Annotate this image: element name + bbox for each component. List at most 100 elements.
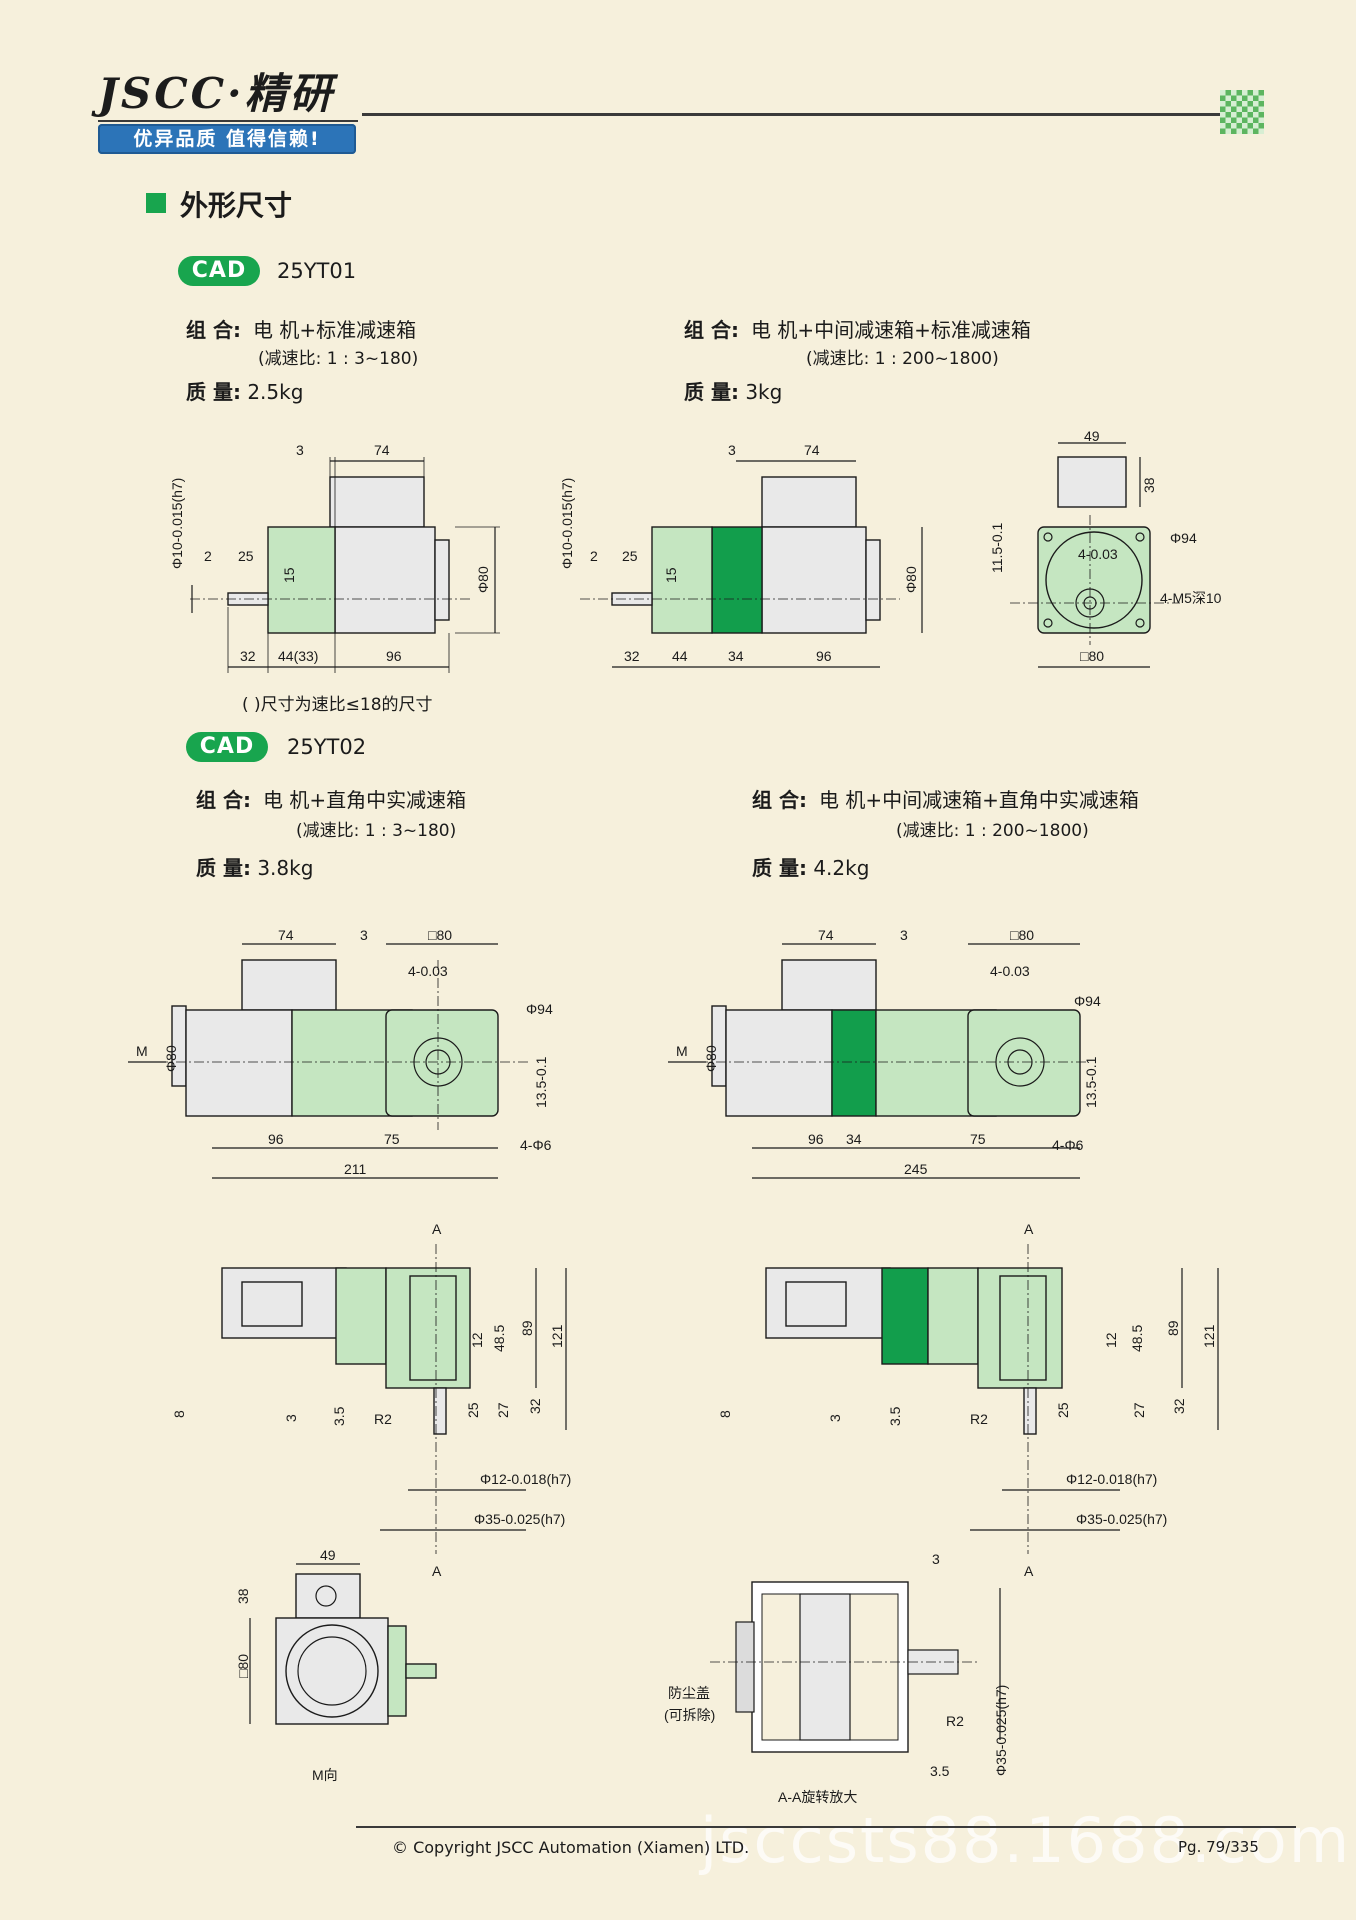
combo-yt01-left: 组 合:电 机+标准减速箱	[186, 314, 416, 343]
dim-11-5: 11.5-0.1	[989, 522, 1005, 573]
dim-25: 25	[1055, 1402, 1071, 1418]
drawing-yt01-front: 49 38 11.5-0.1 4-0.03 Φ94 4-M5深10 □80	[989, 428, 1222, 668]
dim-3-5: 3.5	[331, 1406, 347, 1426]
dim-34: 34	[846, 1131, 862, 1147]
cad-badge-yt02[interactable]: CAD	[186, 732, 268, 762]
dim-49: 49	[320, 1547, 336, 1563]
dim-8: 8	[717, 1410, 733, 1418]
dim-245: 245	[904, 1161, 928, 1177]
drawing-yt02-intermediate: 74 3 □80 4-0.03 Φ94 M Φ80 13.5-0.1 4-Φ6 …	[668, 927, 1101, 1179]
mass-value: 4.2kg	[813, 856, 870, 880]
dim-25: 25	[622, 548, 638, 564]
output-flange	[967, 1009, 1081, 1117]
terminal-box	[1057, 456, 1127, 508]
dim-3: 3	[296, 442, 304, 458]
dim-211: 211	[344, 1161, 367, 1177]
mass-yt01-right: 质 量: 3kg	[684, 376, 782, 405]
dim-32: 32	[527, 1398, 543, 1414]
section-title: 外形尺寸	[180, 189, 293, 222]
dim-3: 3	[827, 1414, 843, 1422]
dim-74: 74	[818, 927, 834, 943]
label-removable: (可拆除)	[664, 1707, 715, 1723]
dim-15: 15	[281, 567, 297, 583]
hollow-hub	[999, 1275, 1047, 1381]
dim-phi80: Φ80	[163, 1045, 179, 1072]
label-m: M	[676, 1043, 688, 1059]
dim-12: 12	[469, 1332, 485, 1348]
watermark: jsccsts88.1688.com	[700, 1804, 1352, 1877]
motor-cap	[865, 539, 881, 621]
dim-12: 12	[1103, 1332, 1119, 1348]
ratio-yt01-right: (减速比: 1 : 200~1800)	[806, 349, 999, 369]
slogan-banner: 优异品质 值得信赖!	[98, 124, 356, 154]
terminal-box	[329, 476, 425, 528]
combo-label: 组 合:	[196, 788, 251, 812]
dim-sq80: □80	[235, 1654, 251, 1678]
gearbox-side	[387, 1625, 407, 1717]
combo-text: 电 机+中间减速箱+直角中实减速箱	[818, 788, 1139, 812]
drawing-yt02-m-view: 49 38 □80 M向	[235, 1547, 437, 1783]
motor-body	[761, 526, 867, 634]
dim-27: 27	[1131, 1402, 1147, 1418]
model-yt02: 25YT02	[287, 735, 367, 759]
copyright: © Copyright JSCC Automation (Xiamen) LTD…	[392, 1838, 750, 1857]
cad-badge-yt01[interactable]: CAD	[178, 256, 260, 286]
dim-15: 15	[663, 567, 679, 583]
gearbox	[927, 1267, 979, 1365]
dim-4: 4-0.03	[990, 963, 1030, 979]
ratio-yt01-left: (减速比: 1 : 3~180)	[258, 349, 419, 369]
flange-circle	[1045, 531, 1143, 629]
header-rule-left	[98, 120, 358, 122]
section-a-top: A	[1024, 1221, 1034, 1237]
dim-96: 96	[268, 1131, 284, 1147]
motor-body	[185, 1009, 293, 1117]
motor-cap	[434, 539, 450, 621]
dim-phi94: Φ94	[526, 1001, 553, 1017]
checker-pattern-icon	[1220, 90, 1264, 134]
dim-38: 38	[1141, 477, 1157, 493]
combo-text: 电 机+标准减速箱	[252, 318, 417, 342]
hollow-shaft	[799, 1593, 851, 1741]
output-flange	[385, 1009, 499, 1117]
dim-48-5: 48.5	[1129, 1325, 1145, 1352]
dim-89: 89	[519, 1320, 535, 1336]
ratio-yt02-left: (减速比: 1 : 3~180)	[296, 821, 457, 841]
dim-74: 74	[278, 927, 294, 943]
section-a-bottom: A	[432, 1563, 442, 1579]
label-dust-cover: 防尘盖	[668, 1685, 710, 1701]
dim-phi12: Φ12-0.018(h7)	[1066, 1471, 1157, 1487]
dim-27: 27	[495, 1402, 511, 1418]
mass-label: 质 量:	[186, 380, 241, 404]
dim-44-33: 44(33)	[278, 648, 318, 664]
dim-phi94: Φ94	[1074, 993, 1101, 1009]
mass-label: 质 量:	[196, 856, 251, 880]
gearbox	[335, 1267, 387, 1365]
terminal-box	[785, 1281, 847, 1327]
mass-label: 质 量:	[684, 380, 739, 404]
dim-44: 44	[672, 648, 688, 664]
dim-74: 74	[804, 442, 820, 458]
dim-3: 3	[728, 442, 736, 458]
ratio-yt02-right: (减速比: 1 : 200~1800)	[896, 821, 1089, 841]
label-r2: R2	[946, 1713, 964, 1729]
mass-value: 2.5kg	[247, 380, 304, 404]
drawing-yt02-right-angle: 74 3 □80 4-0.03 Φ94 M Φ80 13.5-0.1 4-Φ6 …	[128, 927, 553, 1179]
section-square-icon	[146, 193, 166, 213]
label-aa-section: A-A旋转放大	[778, 1789, 857, 1805]
motor-body	[725, 1009, 833, 1117]
dim-sq80: □80	[428, 927, 452, 943]
dim-13-5: 13.5-0.1	[533, 1056, 549, 1108]
dim-48-5: 48.5	[491, 1325, 507, 1352]
dim-3: 3	[932, 1551, 940, 1567]
note-ratio: ( )尺寸为速比≤18的尺寸	[242, 695, 433, 715]
drawing-yt01-standard: 3 74 Φ80 Φ10-0.015(h7) 2 25 15 32 44(33)…	[169, 442, 500, 673]
hollow-hub	[409, 1275, 457, 1381]
dim-phi10: Φ10-0.015(h7)	[559, 478, 575, 569]
combo-yt02-right: 组 合:电 机+中间减速箱+直角中实减速箱	[752, 784, 1139, 813]
combo-label: 组 合:	[684, 318, 739, 342]
company-logo: JSCC·精研	[98, 69, 335, 118]
label-m: M	[136, 1043, 148, 1059]
dim-3-5: 3.5	[887, 1406, 903, 1426]
motor-body	[334, 526, 436, 634]
dim-75: 75	[384, 1131, 400, 1147]
